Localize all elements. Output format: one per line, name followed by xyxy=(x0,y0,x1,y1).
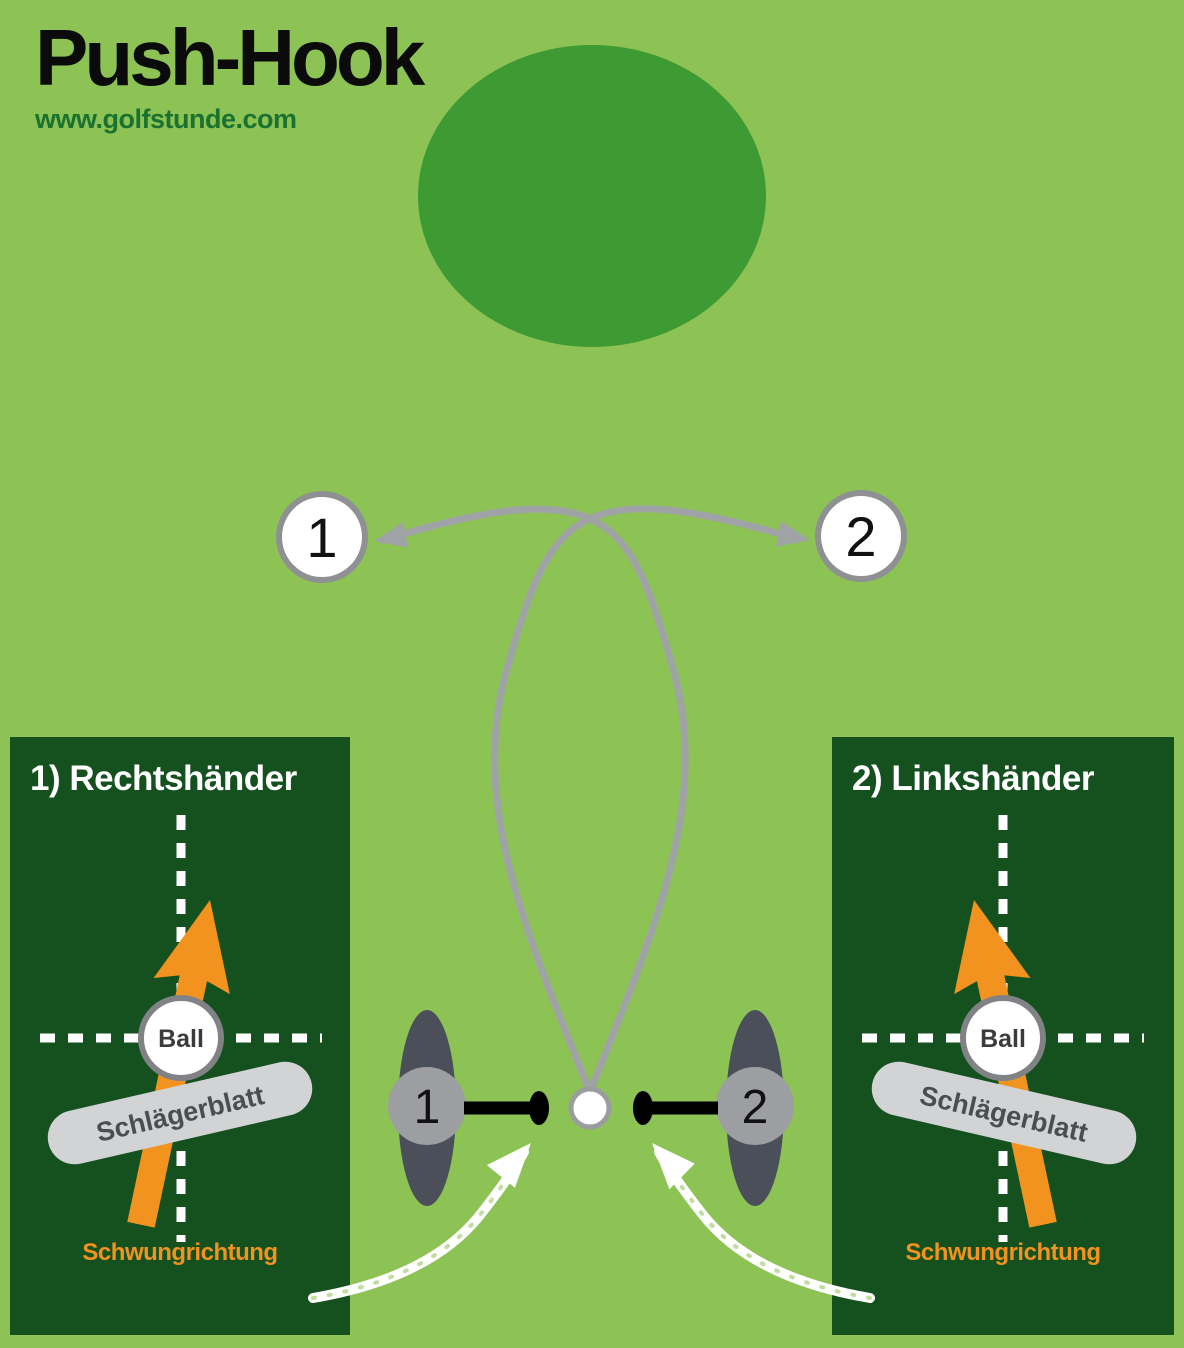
chalk-arrow-left xyxy=(308,1143,531,1303)
ball-marker xyxy=(960,995,1046,1081)
flight-arrowhead-2 xyxy=(776,521,810,547)
swing-direction-label: Schwungrichtung xyxy=(905,1239,1101,1266)
page-title: Push-Hook xyxy=(35,13,425,102)
panel-rechtshaender: Schlägerblatt Ball 1) Rechtshänder Schwu… xyxy=(10,737,350,1335)
golfer-1-label: 1 xyxy=(414,1081,441,1134)
golfer-1-head xyxy=(388,1067,466,1145)
golfer-1-clubhead xyxy=(529,1091,549,1125)
site-url: www.golfstunde.com xyxy=(35,104,297,134)
header: Push-Hook www.golfstunde.com xyxy=(35,13,425,135)
ball-label: Ball xyxy=(980,1025,1026,1053)
flight-marker-2-label: 2 xyxy=(845,505,876,568)
flight-path-to-2 xyxy=(491,505,802,1094)
panel-1-heading: 1) Rechtshänder xyxy=(30,759,297,798)
golf-ball xyxy=(568,1086,612,1130)
panel-2-diagram: Schlägerblatt Ball xyxy=(862,815,1144,1242)
golfer-2-label: 2 xyxy=(742,1081,769,1134)
ball-marker xyxy=(138,995,224,1081)
panel-2-heading: 2) Linkshänder xyxy=(852,759,1094,798)
target-green-ellipse xyxy=(418,45,766,347)
chalk-arrow-right xyxy=(652,1143,875,1303)
chalk-arrowhead-left xyxy=(486,1143,531,1188)
ball-label: Ball xyxy=(158,1025,204,1053)
flight-path-to-1 xyxy=(378,505,689,1094)
panel-linkshaender: Schlägerblatt Ball 2) Linkshänder Schwun… xyxy=(832,737,1174,1335)
flight-marker-1 xyxy=(276,491,368,583)
golfer-2-head xyxy=(716,1067,794,1145)
panel-1-diagram: Schlägerblatt Ball xyxy=(40,815,322,1242)
flight-arrowhead-1 xyxy=(374,522,408,548)
flight-marker-1-label: 1 xyxy=(306,506,337,569)
chalk-arrowhead-right xyxy=(652,1143,695,1190)
swing-direction-label: Schwungrichtung xyxy=(82,1239,278,1266)
flight-marker-2 xyxy=(815,490,907,582)
golfer-2-clubhead xyxy=(633,1091,653,1125)
